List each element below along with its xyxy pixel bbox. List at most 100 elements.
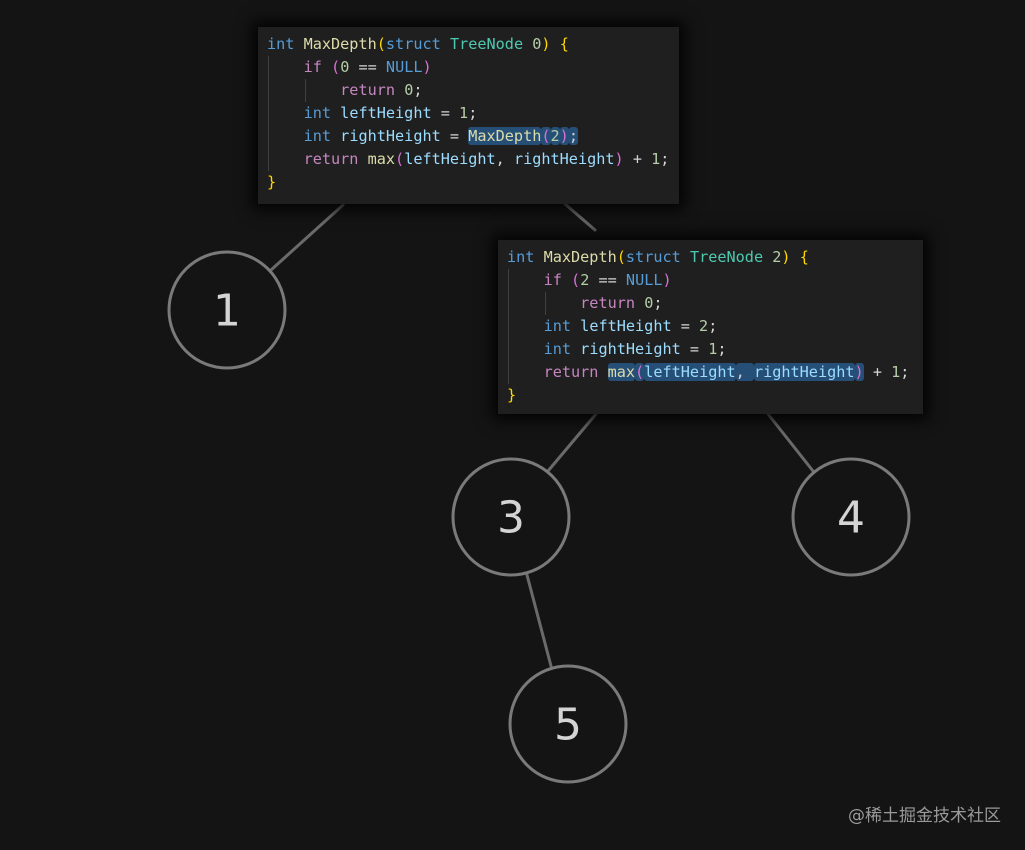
code-token: ; xyxy=(653,294,663,312)
code-token: return xyxy=(580,294,636,312)
edge-0-1 xyxy=(269,203,345,272)
code-line: return max(leftHeight, rightHeight) + 1; xyxy=(267,148,670,171)
indent-guide xyxy=(305,79,306,102)
code-token: int xyxy=(303,127,332,145)
code-token: ) xyxy=(662,271,672,289)
indent-guide xyxy=(268,79,269,102)
code-token: } xyxy=(267,173,277,191)
code-token: 1 xyxy=(651,150,661,168)
code-token: } xyxy=(507,386,517,404)
code-token: ) xyxy=(541,35,551,53)
code-token: { xyxy=(559,35,569,53)
code-token: = xyxy=(680,340,709,358)
edge-2-3 xyxy=(546,412,598,473)
code-token xyxy=(791,248,800,266)
code-line: } xyxy=(267,171,670,194)
code-token: ; xyxy=(708,317,718,335)
code-token: ) xyxy=(781,248,791,266)
code-token: ( xyxy=(331,58,341,76)
code-token xyxy=(681,248,690,266)
node-3-circle xyxy=(451,457,571,577)
code-token: ( xyxy=(376,35,386,53)
code-token: ) xyxy=(559,127,569,145)
code-token: TreeNode xyxy=(449,35,524,53)
code-token: 0 xyxy=(404,81,414,99)
code-token: ( xyxy=(635,363,645,381)
code-token: MaxDepth xyxy=(543,248,617,266)
code-line: return max(leftHeight, rightHeight) + 1; xyxy=(507,361,914,384)
code-token: 0 xyxy=(340,58,350,76)
code-token: ( xyxy=(541,127,551,145)
edge-3-5 xyxy=(525,573,553,668)
code-token: + xyxy=(863,363,892,381)
code-token: rightHeight xyxy=(340,127,441,145)
code-line: int leftHeight = 2; xyxy=(507,315,914,338)
code-line: int leftHeight = 1; xyxy=(267,102,670,125)
code-token: max xyxy=(367,150,396,168)
code-token xyxy=(331,127,340,145)
node-5-label: 5 xyxy=(554,700,582,751)
code-token xyxy=(322,58,331,76)
code-line: int MaxDepth(struct TreeNode 2) { xyxy=(507,246,914,269)
code-token: , xyxy=(735,363,754,381)
node-3-label: 3 xyxy=(497,493,525,544)
node-1-circle xyxy=(167,250,287,370)
code-token xyxy=(635,294,644,312)
code-token: NULL xyxy=(385,58,423,76)
code-token: rightHeight xyxy=(580,340,681,358)
code-token xyxy=(763,248,772,266)
watermark: @稀土掘金技术社区 xyxy=(848,806,1001,826)
code-token: MaxDepth xyxy=(468,127,542,145)
code-token xyxy=(267,127,304,145)
code-line: if (0 == NULL) xyxy=(267,56,670,79)
code-token: 2 xyxy=(580,271,590,289)
code-line: return 0; xyxy=(507,292,914,315)
code-token: struct xyxy=(625,248,681,266)
code-token: ; xyxy=(468,104,478,122)
indent-guide xyxy=(508,338,509,361)
indent-guide xyxy=(268,148,269,171)
code-token: rightHeight xyxy=(753,363,855,381)
code-token: = xyxy=(440,127,469,145)
code-token: 1 xyxy=(708,340,718,358)
code-token: leftHeight xyxy=(580,317,672,335)
indent-guide xyxy=(508,315,509,338)
node-4-circle xyxy=(791,457,911,577)
indent-guide xyxy=(508,269,509,292)
code-token: 2 xyxy=(550,127,560,145)
code-token: struct xyxy=(385,35,441,53)
indent-guide xyxy=(508,292,509,315)
code-token xyxy=(441,35,450,53)
code-token xyxy=(267,104,304,122)
code-token: ; xyxy=(568,127,578,145)
code-token xyxy=(331,104,340,122)
code-token: return xyxy=(303,150,359,168)
code-token: 2 xyxy=(699,317,709,335)
code-token: 0 xyxy=(532,35,542,53)
code-token xyxy=(358,150,367,168)
code-token: = xyxy=(431,104,460,122)
code-token: if xyxy=(543,271,562,289)
code-token: int xyxy=(543,340,572,358)
code-line: int MaxDepth(struct TreeNode 0) { xyxy=(267,33,670,56)
code-token xyxy=(523,35,532,53)
code-token: ( xyxy=(616,248,626,266)
indent-guide xyxy=(508,361,509,384)
code-token: 2 xyxy=(772,248,782,266)
code-token: MaxDepth xyxy=(303,35,377,53)
code-token: NULL xyxy=(625,271,663,289)
code-token xyxy=(534,248,543,266)
code-token xyxy=(294,35,303,53)
code-token xyxy=(507,271,544,289)
code-token xyxy=(395,81,404,99)
code-token xyxy=(598,363,607,381)
code-token xyxy=(507,363,544,381)
code-line: int rightHeight = 1; xyxy=(507,338,914,361)
code-token xyxy=(551,35,560,53)
code-token: return xyxy=(340,81,396,99)
edge-2-4 xyxy=(766,412,815,473)
code-token xyxy=(267,150,304,168)
edge-0-2 xyxy=(563,202,597,232)
code-token: return xyxy=(543,363,599,381)
